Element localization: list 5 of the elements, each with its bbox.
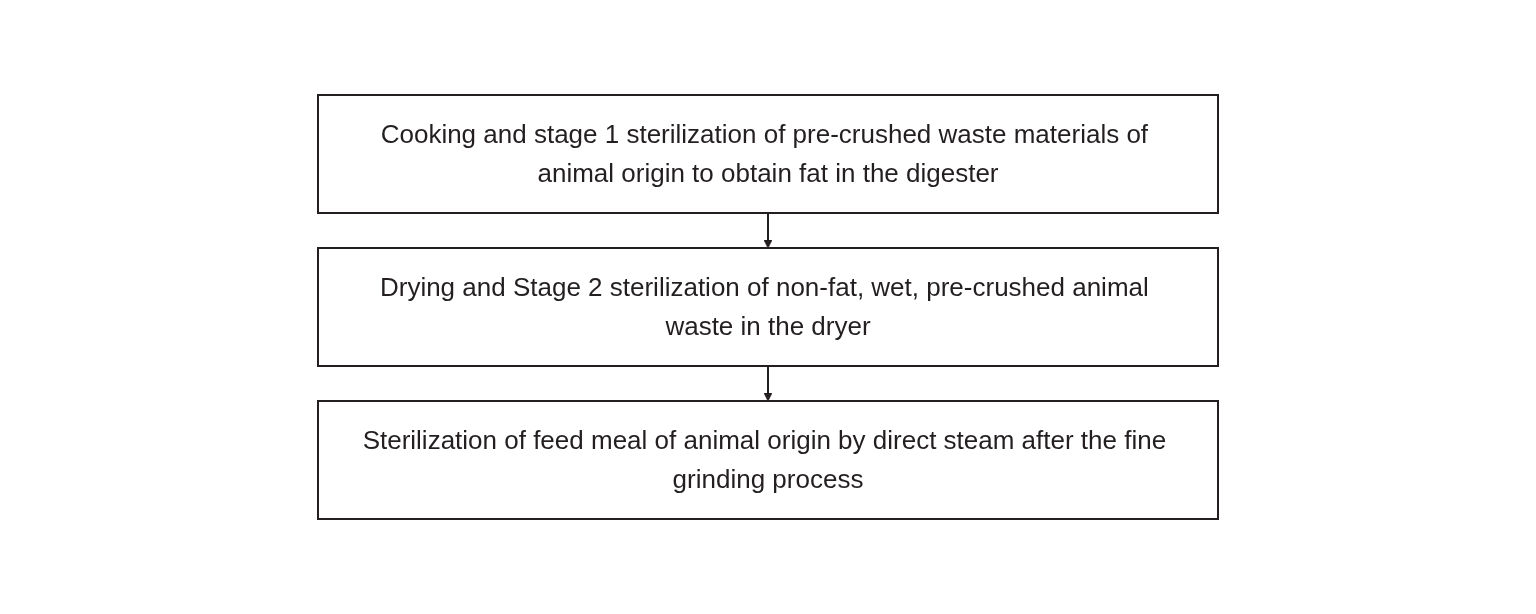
arrow xyxy=(763,365,773,402)
node-box: Drying and Stage 2 sterilization of non-fat, wet, pre-crushed animal waste in the dryer xyxy=(317,247,1219,367)
node-box: Cooking and stage 1 sterilization of pre-crushed waste materials of animal origin to obtain fat in the digester xyxy=(317,94,1219,214)
node-box: Sterilization of feed meal of animal origin by direct steam after the fine grinding process xyxy=(317,400,1219,520)
arrow xyxy=(763,212,773,249)
